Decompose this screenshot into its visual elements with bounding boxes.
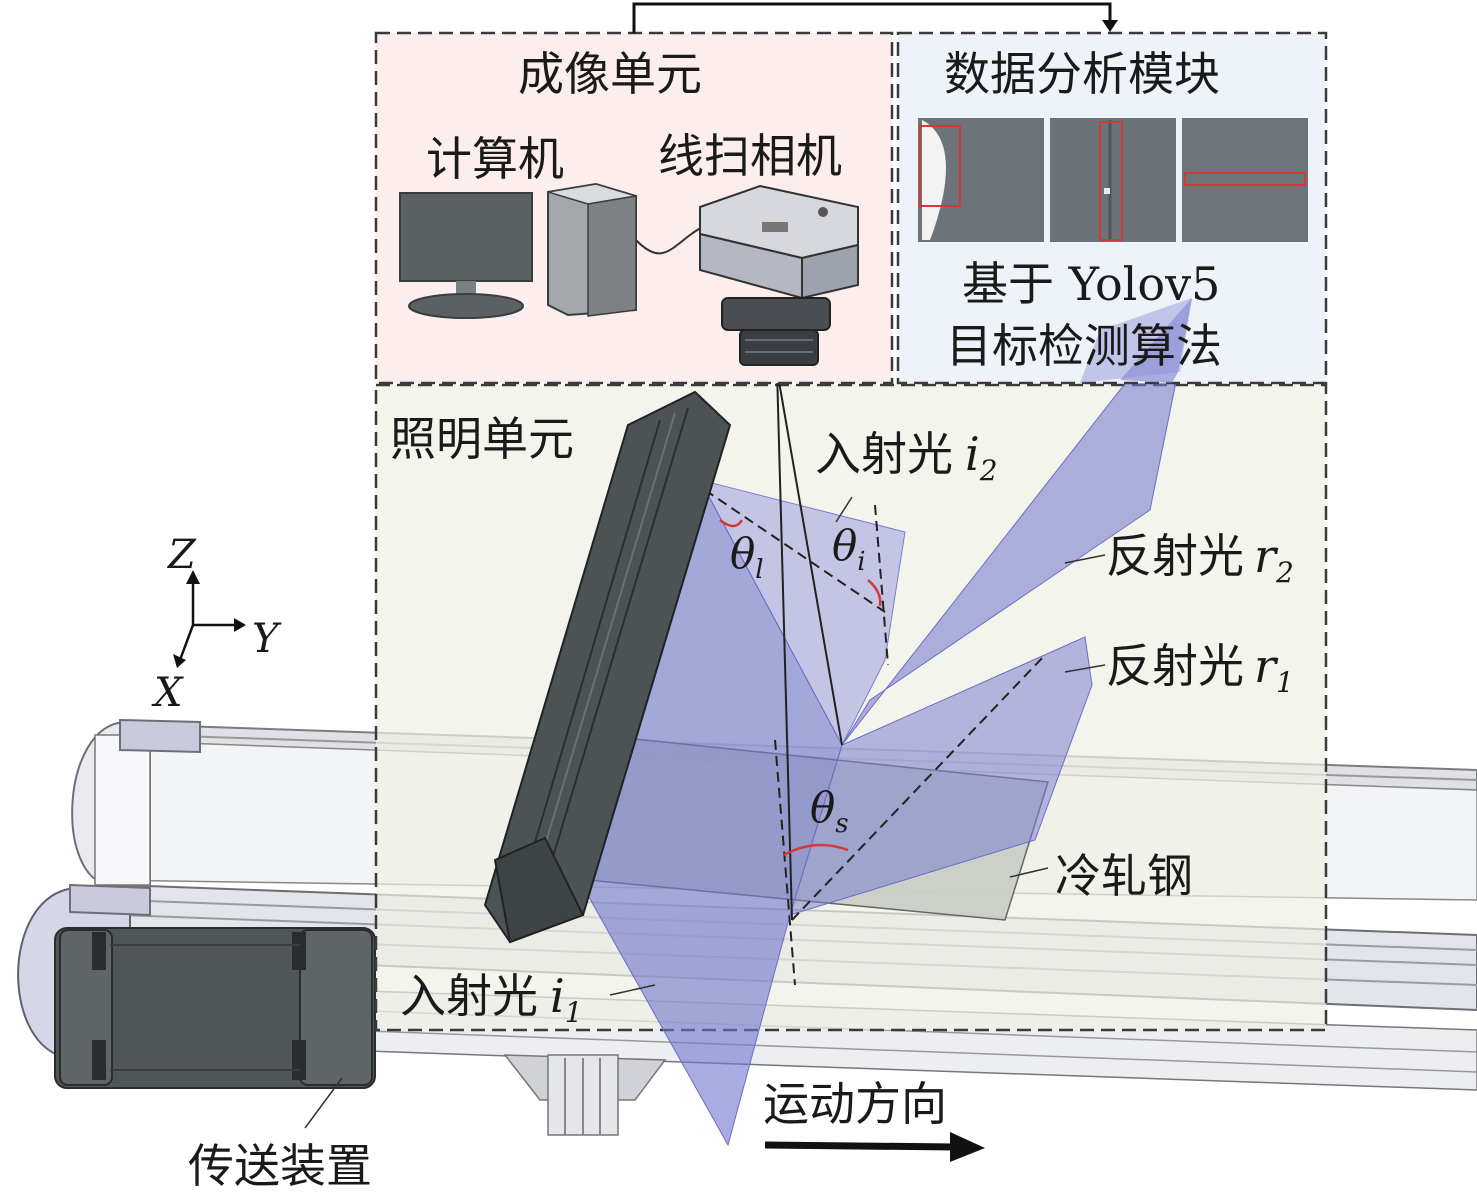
motion-arrowhead bbox=[950, 1132, 985, 1162]
axis-x-label: X bbox=[151, 670, 184, 716]
imaging-unit-title: 成像单元 bbox=[518, 47, 702, 101]
direction-label: 运动方向 bbox=[763, 1077, 947, 1131]
axis-y-label: Y bbox=[252, 616, 282, 662]
theta-i-label: θi bbox=[832, 521, 866, 577]
computer-tower bbox=[547, 182, 637, 317]
algo-line-2: 目标检测算法 bbox=[946, 319, 1222, 373]
motor-box bbox=[54, 927, 376, 1089]
reflect-r1-plane bbox=[789, 636, 1093, 916]
line-scan-camera bbox=[699, 184, 859, 366]
construction-lines bbox=[704, 489, 1046, 986]
axis-z-label: Z bbox=[166, 532, 197, 578]
theta-s-label: θs bbox=[810, 783, 849, 839]
analysis-module-title: 数据分析模块 bbox=[944, 47, 1220, 101]
theta-l-label: θl bbox=[730, 529, 764, 585]
steel-label: 冷轧钢 bbox=[1055, 849, 1193, 903]
defect-thumbnails bbox=[918, 118, 1308, 242]
lighting-unit-title: 照明单元 bbox=[390, 412, 574, 466]
data-link-arrow bbox=[632, 2, 1112, 33]
coordinate-axes bbox=[178, 580, 238, 661]
lamp-bar bbox=[483, 390, 732, 944]
conveyor-label: 传送装置 bbox=[188, 1139, 372, 1193]
angle-arcs bbox=[719, 519, 882, 857]
camera-label: 线扫相机 bbox=[658, 129, 842, 183]
reflect-r2-plane-top bbox=[1120, 298, 1192, 383]
computer-label: 计算机 bbox=[426, 132, 564, 186]
data-link-arrowhead bbox=[1102, 20, 1118, 32]
support-leg bbox=[503, 1054, 667, 1136]
algo-line-1: 基于 Yolov5 bbox=[962, 257, 1220, 311]
defect-image-2 bbox=[1050, 118, 1176, 242]
computer-monitor bbox=[399, 192, 533, 319]
defect-image-3 bbox=[1182, 118, 1308, 242]
light-planes bbox=[584, 297, 1193, 1147]
reflect-r2-plane-mid bbox=[1080, 298, 1192, 383]
